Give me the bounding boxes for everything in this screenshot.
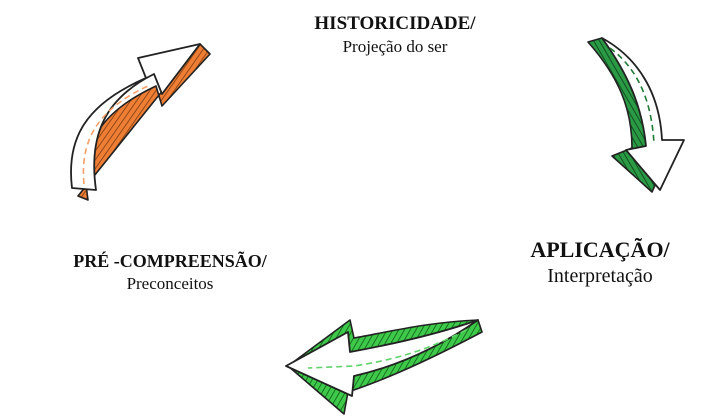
node-pre-compreensao: PRÉ -COMPREENSÃO/ Preconceitos — [10, 250, 330, 294]
node-subtitle: Interpretação — [547, 264, 653, 287]
node-historicidade: HISTORICIDADE/ Projeção do ser — [250, 12, 540, 57]
dark-green-arrow — [587, 37, 685, 193]
light-green-arrow — [285, 319, 483, 415]
node-title: PRÉ -COMPREENSÃO/ — [73, 251, 267, 271]
orange-arrow — [70, 43, 211, 201]
node-aplicacao: APLICAÇÃO/ Interpretação — [480, 236, 720, 289]
node-title: APLICAÇÃO/ — [530, 237, 670, 262]
node-subtitle: Projeção do ser — [342, 36, 448, 56]
node-title: HISTORICIDADE/ — [314, 13, 476, 34]
node-subtitle: Preconceitos — [126, 273, 214, 293]
